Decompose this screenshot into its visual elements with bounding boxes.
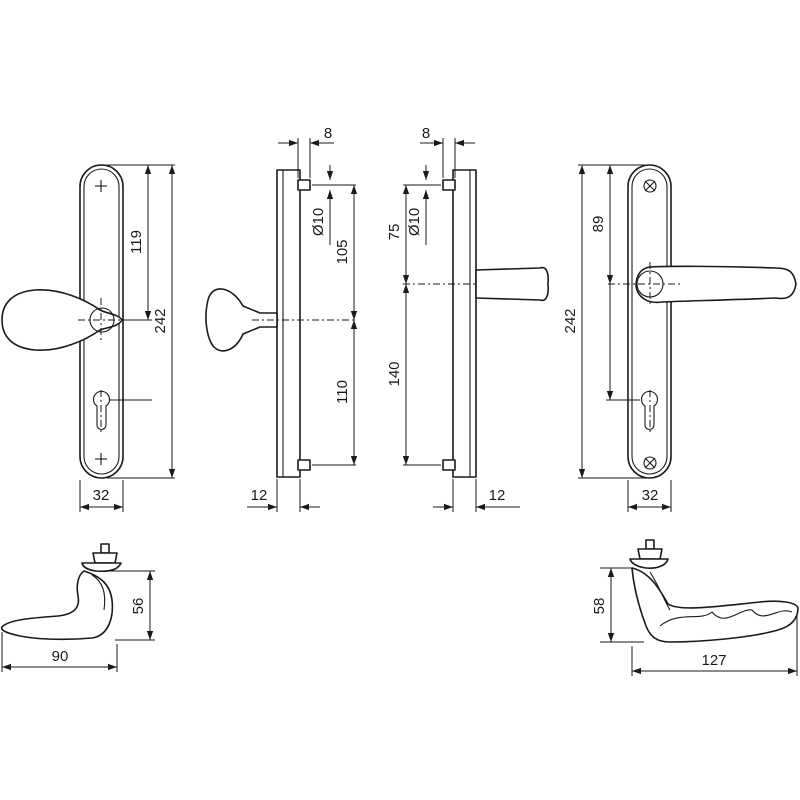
rose-collar	[92, 552, 118, 564]
spindle-nub	[645, 539, 655, 550]
dimension-75: 75	[386, 224, 403, 241]
bottom-pin	[442, 459, 456, 471]
knob-front-view: 119 242 32	[1, 164, 176, 512]
dimension-8: 8	[422, 125, 430, 142]
rose-base	[629, 558, 669, 569]
top-pin	[442, 179, 456, 191]
lever-side-view: 8 Ø10 75 140 12	[386, 125, 549, 512]
dimension-90: 90	[52, 648, 69, 665]
dimension-12: 12	[489, 487, 506, 504]
bottom-pin	[297, 459, 311, 471]
lever-front-view: 89 242 32	[562, 164, 797, 512]
lever-profile	[475, 266, 549, 302]
lever-top-view: 58 127	[591, 539, 799, 676]
dimension-diameter-10: Ø10	[406, 208, 423, 236]
dimension-12: 12	[251, 487, 268, 504]
dimension-56: 56	[130, 598, 147, 615]
knob-profile	[205, 288, 278, 352]
dimension-242: 242	[152, 308, 169, 333]
knob-side-view: 8 Ø10 105 110 12	[205, 125, 358, 512]
lever-grip-ridges	[659, 609, 793, 627]
spindle-nub	[100, 543, 110, 554]
top-pin	[297, 179, 311, 191]
dimension-105: 105	[334, 239, 351, 264]
dimension-127: 127	[701, 652, 726, 669]
lever-handle	[635, 265, 797, 304]
screw-hole-top	[95, 180, 107, 192]
dimension-diameter-10: Ø10	[310, 208, 327, 236]
screw-top	[643, 179, 657, 193]
dimension-32: 32	[642, 487, 659, 504]
dimension-119: 119	[128, 230, 145, 254]
screw-hole-bottom	[95, 453, 107, 465]
dimension-242: 242	[562, 308, 579, 333]
backplate-profile	[276, 169, 301, 478]
knob-body	[0, 570, 114, 641]
screw-bottom	[643, 456, 657, 470]
rose-base	[81, 562, 122, 573]
dimension-140: 140	[386, 361, 403, 386]
keyhole-cylinder	[93, 390, 110, 431]
rose-collar	[637, 548, 663, 560]
keyhole-cylinder	[641, 390, 658, 431]
dimension-32: 32	[93, 487, 110, 504]
knob	[1, 289, 123, 351]
dimension-89: 89	[590, 216, 607, 233]
lever-body	[631, 567, 799, 643]
dimension-8: 8	[324, 125, 332, 142]
knob-top-view: 56 90	[0, 543, 155, 672]
backplate-inner-edge	[631, 168, 668, 475]
dimension-58: 58	[591, 598, 608, 615]
backplate-profile	[452, 169, 477, 478]
dimension-110: 110	[334, 380, 351, 404]
